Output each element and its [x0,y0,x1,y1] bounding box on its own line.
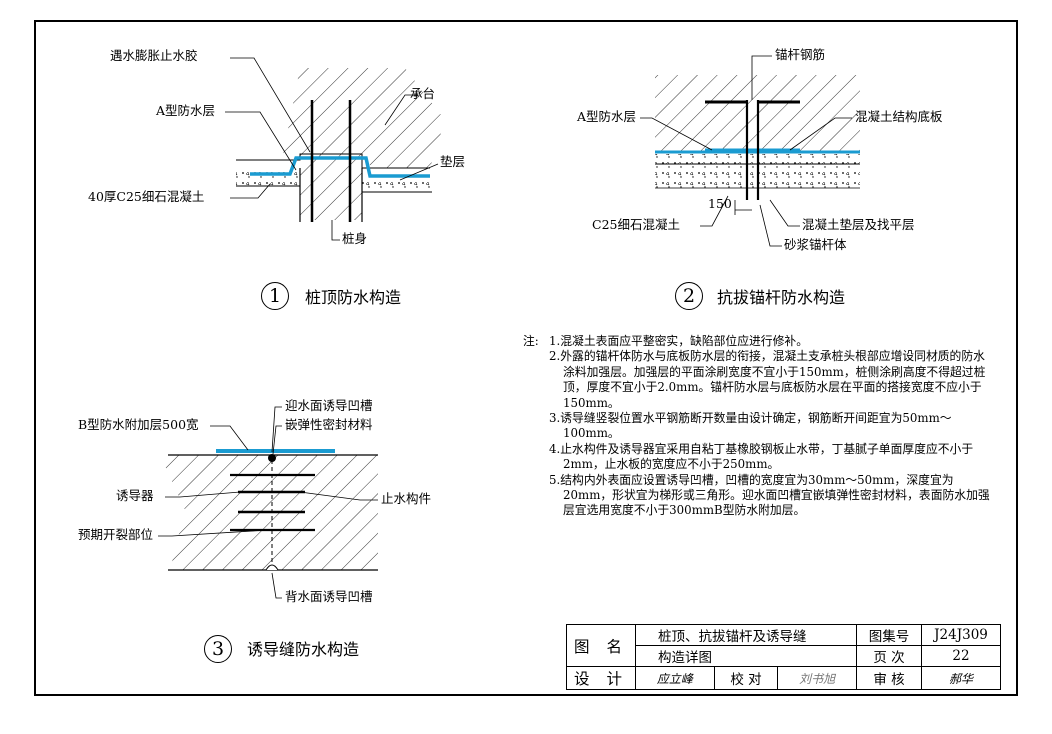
label-swell-sealant: 遇水膨胀止水胶 [110,48,198,63]
figure1-drawing [225,57,445,241]
label-cushion-leveling: 混凝土垫层及找平层 [802,217,915,232]
figure2-drawing [640,55,860,247]
drawing-name-label: 图 名 [566,624,636,667]
notes-head: 注: [523,334,539,348]
designer-signature: 应立峰 [635,666,715,690]
label-mortar-anchor: 砂浆锚杆体 [784,237,847,252]
page-number: 22 [921,645,1001,667]
check-label: 校 对 [713,666,779,690]
note-item-5: 5.结构内外表面应设置诱导凹槽，凹槽的宽度宜为30mm～50mm，深度宜为20m… [549,472,990,518]
checker-signature: 刘书旭 [777,666,857,690]
title-block: 图 名 桩顶、抗拔锚杆及诱导缝 图集号 J24J309 构造详图 页 次 22 … [566,624,1001,690]
note-item-1: 1.混凝土表面应平整密实，缺陷部位应进行修补。 [549,334,808,348]
dimension-150: 150 [708,196,732,211]
label-b-layer: B型防水附加层500宽 [78,417,199,432]
drawing-frame [34,20,1018,696]
label-sealant: 嵌弹性密封材料 [285,417,373,432]
note-item-3: 3.诱导缝竖裂位置水平钢筋断开数量由设计确定，钢筋断开间距宜为50mm～100m… [549,411,952,441]
label-base-slab: 混凝土结构底板 [855,109,943,124]
label-upstream-groove: 迎水面诱导凹槽 [285,398,373,413]
label-pile-body: 桩身 [342,231,368,246]
label-fine-concrete-2: C25细石混凝土 [592,217,680,232]
label-cushion: 垫层 [440,154,466,169]
figure1-number: 1 [261,282,289,310]
note-item-4: 4.止水构件及诱导器宜采用自粘丁基橡胶钢板止水带，丁基腻子单面厚度应不小于2mm… [549,441,974,472]
reviewer-signature: 郝华 [921,666,1001,690]
label-anchor-steel: 锚杆钢筋 [775,47,826,62]
note-item-2: 2.外露的锚杆体防水与底板防水层的衔接，混凝土支承桩头根部应增设同材质的防水涂料… [549,349,986,410]
atlas-number: J24J309 [921,624,1001,646]
label-expected-crack: 预期开裂部位 [78,527,154,542]
notes: 注: 1.混凝土表面应平整密实，缺陷部位应进行修补。 2.外露的锚杆体防水与底板… [523,334,993,519]
review-label: 审 核 [856,666,922,690]
atlas-number-label: 图集号 [856,624,922,646]
figure3-drawing [158,406,378,599]
figure3-number: 3 [204,635,232,663]
label-waterstop: 止水构件 [381,491,432,506]
label-fine-concrete-1: 40厚C25细石混凝土 [88,189,205,204]
label-pile-cap: 承台 [410,86,436,101]
design-label: 设 计 [566,666,636,690]
label-a-layer-2: A型防水层 [577,109,637,124]
label-back-groove: 背水面诱导凹槽 [285,589,373,604]
label-inducer: 诱导器 [116,488,154,503]
figure3-caption: 诱导缝防水构造 [247,640,360,659]
drawing-title-line2: 构造详图 [635,645,857,667]
drawing-title-line1: 桩顶、抗拔锚杆及诱导缝 [635,624,857,646]
label-a-layer-1: A型防水层 [156,103,216,118]
page-number-label: 页 次 [856,645,922,667]
figure1-caption: 桩顶防水构造 [305,288,402,307]
figure2-number: 2 [675,282,703,310]
figure2-caption: 抗拔锚杆防水构造 [717,288,846,307]
